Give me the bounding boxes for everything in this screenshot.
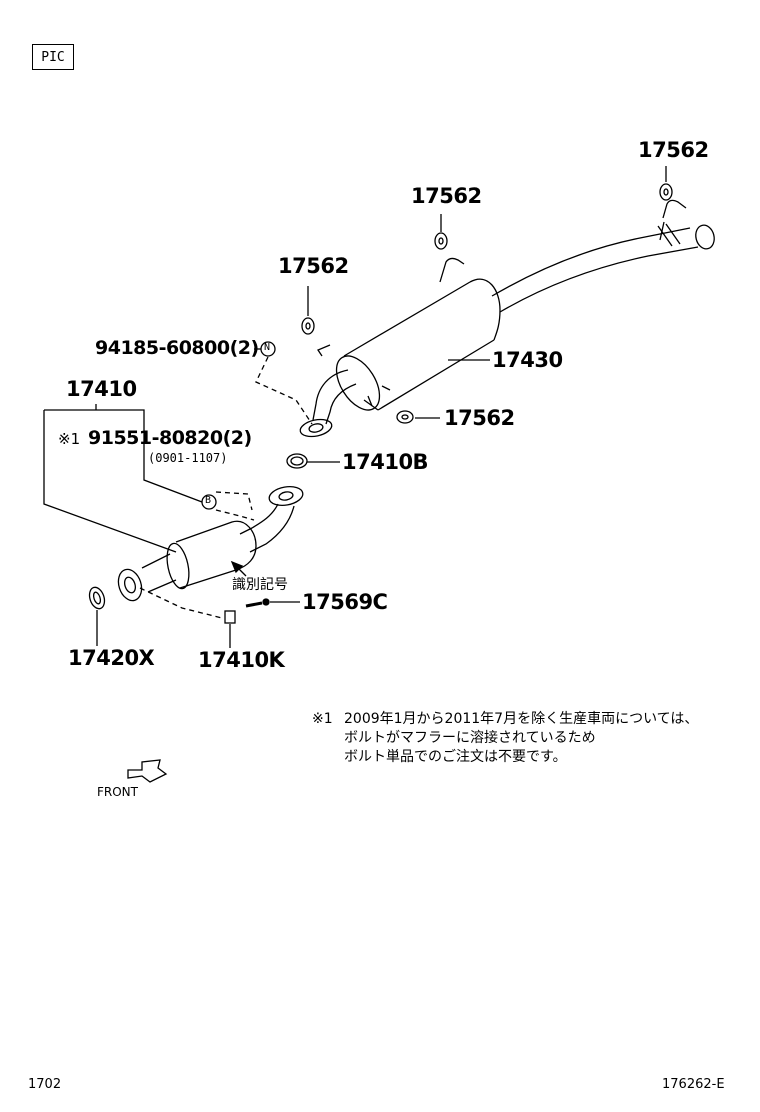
footnote: ※1 2009年1月から2011年7月を除く生産車両については、 ボルトがマフラー… [312,710,698,767]
label-bolt-c: 17569C [302,590,388,614]
label-muffler: 17430 [492,348,563,372]
catalytic-converter [141,520,257,593]
upper-flange [299,418,333,438]
label-hanger-left: 17562 [278,254,349,278]
front-pipe [312,369,357,425]
gasket-x [88,586,106,610]
label-stud-bolt: 91551-80820(2) [88,427,252,449]
label-hanger-mid: 17562 [411,184,482,208]
hanger-rods [317,199,687,391]
label-converter-assy: 17410 [66,377,137,401]
footer-right: 176262-E [662,1077,725,1092]
hanger-rubber-left [301,317,315,335]
footnote-line-3: ボルト単品でのご注文は不要です。 [344,749,567,765]
nut-k [224,610,236,624]
hanger-rubber-bottom [396,410,414,424]
gasket-b [286,453,308,469]
callout-b-letter: B [205,495,212,506]
converter-flange [268,486,304,506]
tail-pipe [491,223,715,313]
muffler-body [335,278,501,411]
label-stud-bolt-mark: ※1 [58,430,81,448]
converter-pipe [239,503,295,553]
footnote-text-1: 2009年1月から2011年7月を除く生産車両については、 [344,711,699,727]
label-gasket-x: 17420X [68,646,155,670]
pic-badge: PIC [32,44,74,70]
label-hanger-bottom: 17562 [444,406,515,430]
dashed-lines [139,356,313,619]
label-id-mark: 識別記号 [232,577,288,593]
hanger-rubber-mid [434,232,448,250]
callout-n-letter: N [264,342,271,353]
front-arrow-icon [127,759,168,783]
hanger-rubber-top [659,183,673,201]
leader-lines [43,166,667,648]
bolt-c [245,598,270,608]
label-stud-bolt-period: (0901-1107) [148,451,228,465]
footer-left: 1702 [28,1077,62,1092]
footnote-line-2: ボルトがマフラーに溶接されているため [344,730,596,746]
id-mark-arrow [230,560,247,577]
label-gasket-b: 17410B [342,450,429,474]
footnote-mark: ※1 [312,711,333,727]
label-nut-k: 17410K [198,648,285,672]
rear-flange [117,568,143,602]
footnote-line-1: ※1 2009年1月から2011年7月を除く生産車両については、 [312,710,698,729]
label-bolt-part: 94185-60800(2) [95,337,259,359]
front-label: FRONT [97,785,138,799]
label-hanger-top: 17562 [638,138,709,162]
